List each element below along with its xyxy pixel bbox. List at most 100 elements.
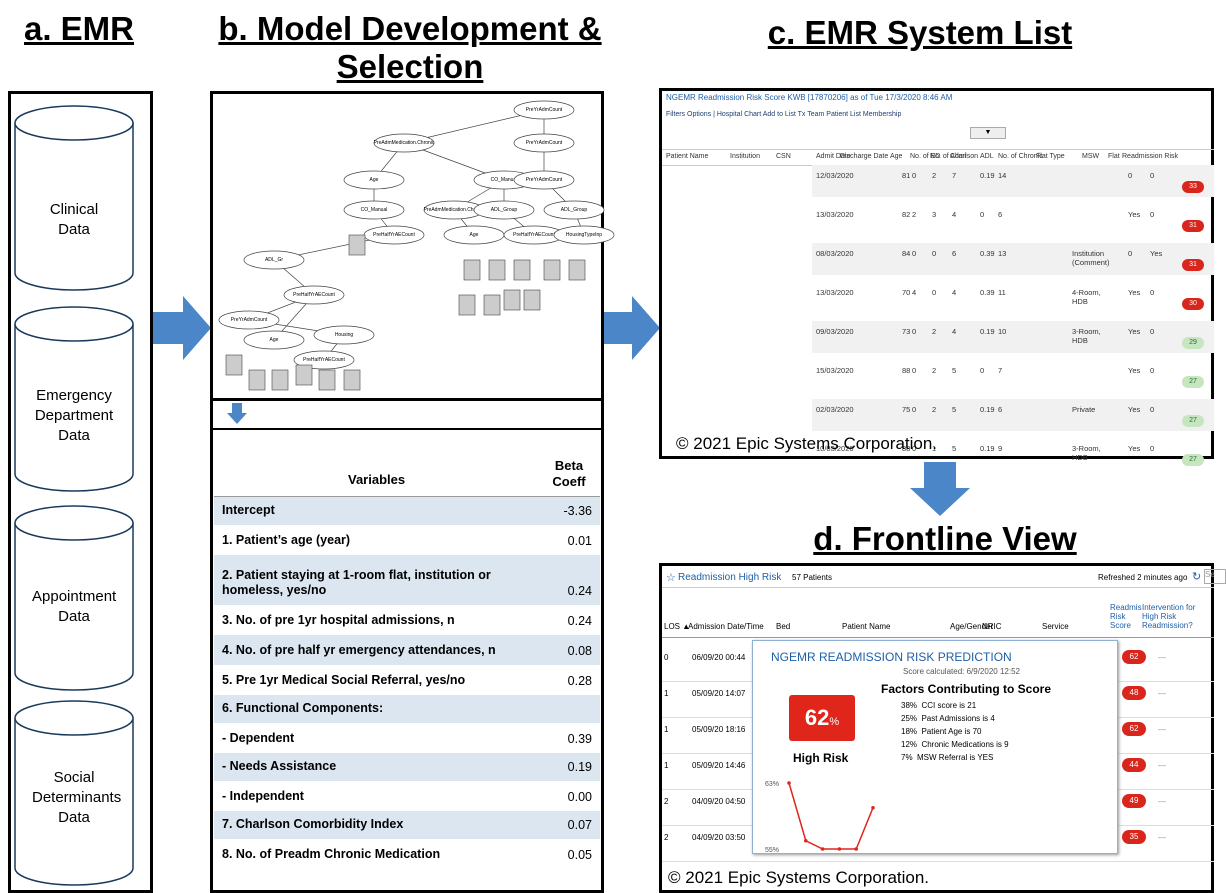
variable-name: - Dependent [222,731,295,745]
table-row: Intercept-3.36 [214,497,600,525]
cell-los: 0 [664,653,669,662]
risk-score-badge[interactable]: 29 [1182,337,1204,349]
cell-ed: 4 [912,288,917,297]
column-header[interactable]: Discharge Date [840,153,889,160]
variable-name: 3. No. of pre 1yr hospital admissions, n [222,613,455,627]
cell-flat: 4-Room, HDB [1072,288,1101,306]
column-header[interactable]: Age [890,153,903,160]
column-header[interactable]: Admit Date [816,153,851,160]
risk-score-badge[interactable]: 27 [1182,376,1204,388]
arrow-right-icon [153,296,211,360]
variable-name: - Independent [222,789,304,803]
variable-name: 5. Pre 1yr Medical Social Referral, yes/… [222,673,466,687]
risk-score-badge[interactable]: 27 [1182,454,1204,466]
risk-score-badge[interactable]: 49 [1122,794,1146,808]
column-header[interactable]: Intervention for High Risk Readmission? [1142,603,1196,630]
list-title: NGEMR Readmission Risk Score KWB [178702… [666,93,953,102]
column-header[interactable]: Readmission Risk [1122,153,1179,160]
beta-value: 0.08 [567,644,592,658]
cell-charlson: 6 [952,249,957,258]
dropdown-button[interactable]: ▼ [970,127,1006,139]
table-row: 1. Patient’s age (year)0.01 [214,525,600,555]
cell-flag: 0 [1150,405,1155,414]
column-header[interactable]: Patient Name [666,153,709,160]
risk-score-badge[interactable]: 33 [1182,181,1204,193]
risk-score-box: 62% [789,695,855,741]
column-header[interactable]: NRIC [982,622,1002,631]
column-header[interactable]: Service [1042,622,1069,631]
column-header[interactable]: Flat Type [1036,153,1065,160]
cell-adm: 2 [932,327,937,336]
cell-los: 1 [664,761,669,770]
sparkline-series [788,782,874,850]
beta-value: 0.01 [567,534,592,548]
table-row[interactable] [662,825,1214,862]
risk-score-badge[interactable]: 31 [1182,259,1204,271]
table-row[interactable] [812,243,1214,275]
column-header[interactable]: Charlson [950,153,979,160]
column-header[interactable]: Patient Name [842,622,891,631]
risk-prediction-popup: NGEMR READMISSION RISK PREDICTION Score … [752,640,1118,854]
risk-score-badge[interactable]: 30 [1182,298,1204,310]
variable-name: 6. Functional Components: [222,701,384,715]
column-header[interactable]: MSW [1082,153,1100,160]
column-header[interactable]: Bed [776,622,791,631]
tree-node-label: Age [370,177,379,183]
risk-score-badge[interactable]: 35 [1122,830,1146,844]
table-row[interactable] [812,165,1214,197]
cell-ed: 2 [912,210,917,219]
risk-score-badge[interactable]: 62 [1122,650,1146,664]
risk-score-badge[interactable]: 31 [1182,220,1204,232]
cell-admit: 13/03/2020 [816,288,854,297]
tree-leaf [458,294,476,316]
tree-node: PreYrAdmCount [513,170,575,190]
cell-msw: Yes [1128,210,1141,219]
arrow-down-icon [910,462,970,516]
column-header[interactable]: No. of ED [910,153,941,160]
beta-value: 0.00 [567,790,592,804]
risk-score-badge[interactable]: 48 [1122,686,1146,700]
cell-los: 2 [664,833,669,842]
table-row[interactable] [812,399,1214,431]
tree-node-label: PreHalfYrAECount [513,232,555,238]
search-input[interactable]: Se [1204,569,1226,584]
column-header[interactable]: Institution [730,153,760,160]
risk-score-badge[interactable]: 44 [1122,758,1146,772]
tree-node: ADL_Group [543,200,605,220]
heading-line-1: b. Model Development & [218,10,602,47]
risk-score-badge[interactable]: 27 [1182,415,1204,427]
cell-adl: 0 [980,210,985,219]
toolbar[interactable]: Filters Options | Hospital Chart Add to … [666,111,902,118]
column-header[interactable]: Admission Date/Time [688,622,764,631]
cell-flag: 0 [1150,288,1155,297]
cell-charlson: 5 [952,444,957,453]
cell-charlson: 7 [952,171,957,180]
column-header[interactable]: ADL [980,153,994,160]
column-header[interactable]: No. of Admi [930,153,967,160]
cell-adm: 1 [932,444,937,453]
table-row[interactable] [812,321,1214,353]
column-header[interactable]: LOS ▲ [664,622,691,631]
tree-leaf [543,259,561,281]
cell-chronic: 11 [998,288,1006,297]
cell-chronic: 9 [998,444,1003,453]
cell-charlson: 4 [952,210,957,219]
column-header[interactable]: Readmis Risk Score [1110,603,1142,630]
column-header[interactable]: No. of Chronic [998,153,1043,160]
cell-date: 06/09/20 00:44 [692,653,746,662]
column-header[interactable]: CSN [776,153,791,160]
tree-leaf [523,289,541,311]
column-header[interactable]: Age/Gender [950,622,994,631]
intervention-cell: — [1158,725,1166,734]
star-icon[interactable]: ☆ [666,572,676,584]
heading-line-2: Selection [336,48,484,85]
column-header[interactable]: Flat [1108,153,1120,160]
refresh-icon[interactable]: ↻ [1192,571,1202,583]
cell-adl: 0.19 [980,405,995,414]
cell-los: 1 [664,689,669,698]
tree-node: ADL_Group [473,200,535,220]
cell-chronic: 6 [998,405,1003,414]
risk-score-badge[interactable]: 62 [1122,722,1146,736]
tree-node: ADL_Gr [243,250,305,270]
